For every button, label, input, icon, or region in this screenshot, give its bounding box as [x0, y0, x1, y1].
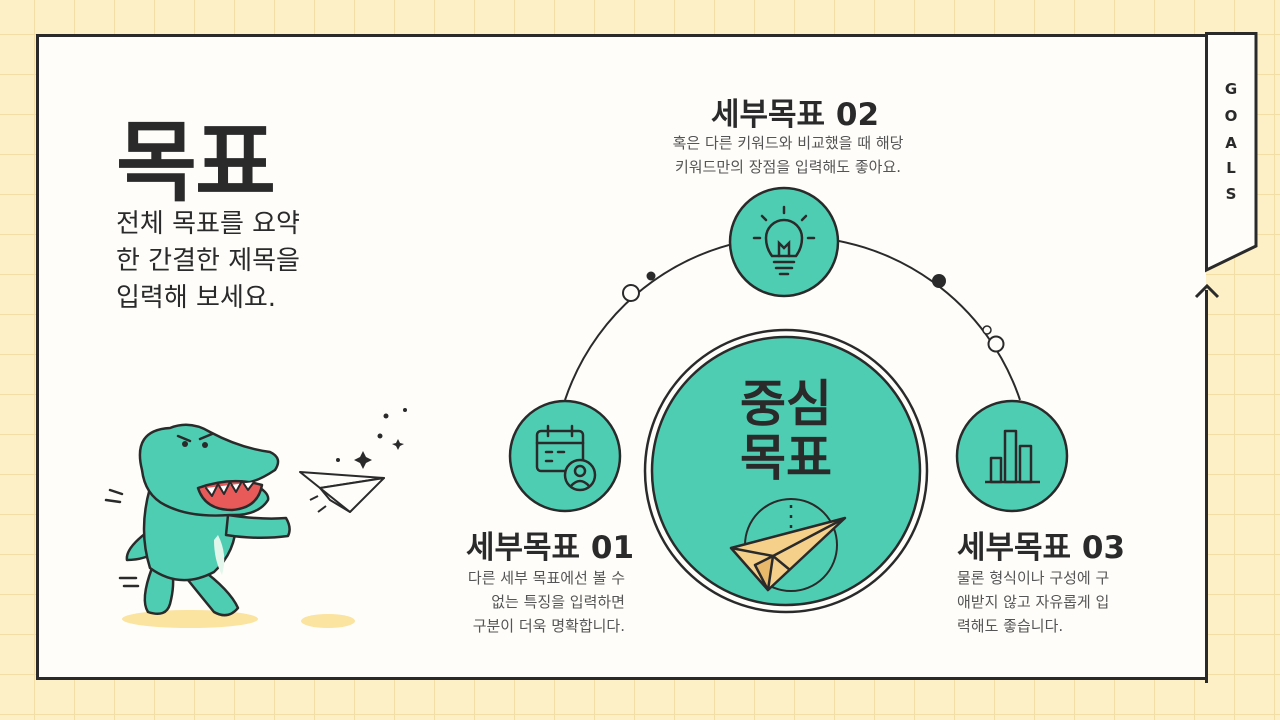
arc-dot [622, 284, 640, 302]
goal-02-desc: 혹은 다른 키워드와 비교했을 때 해당 키워드만의 장점을 입력해도 좋아요. [672, 134, 904, 176]
paper-plane-icon [729, 516, 847, 592]
crocodile-mascot [104, 423, 355, 628]
center-goal-circle [643, 328, 929, 614]
card-right-border [1205, 290, 1208, 683]
goal-01-desc: 다른 세부 목표에선 볼 수 없는 특징을 입력하면 구분이 더욱 명확합니다. [467, 569, 625, 635]
page-title: 목표 [116, 111, 276, 214]
calendar-user-icon [535, 424, 597, 492]
arc-dot [646, 271, 656, 281]
goals-side-tab: G O A L S [1205, 32, 1258, 273]
tab-letter: S [1226, 185, 1237, 203]
tab-letter: A [1225, 134, 1237, 152]
arrow-up-icon [1194, 283, 1220, 299]
sparkle-decoration [336, 408, 407, 469]
goal-02-circle [728, 186, 840, 298]
page-subtitle: 전체 목표를 요약 한 간결한 제목을 입력해 보세요. [116, 209, 300, 313]
goal-03-desc: 물론 형식이나 구성에 구 애받지 않고 자유롭게 입 력해도 좋습니다. [957, 569, 1110, 635]
lightbulb-icon [752, 205, 816, 276]
center-goal-label: 중심 목표 [740, 375, 832, 487]
arc-dot [932, 274, 946, 288]
tab-letter: O [1225, 107, 1238, 125]
tab-letter: G [1225, 80, 1237, 98]
slide-card [36, 34, 1206, 680]
goal-01-circle [508, 399, 622, 513]
goal-02-title: 세부목표 02 [711, 97, 880, 133]
goal-03-title: 세부목표 03 [957, 530, 1126, 566]
arc-dot [982, 325, 992, 335]
tab-letter: L [1226, 159, 1236, 177]
goal-01-title: 세부목표 01 [466, 530, 635, 566]
bar-chart-icon [985, 429, 1040, 484]
goal-03-circle [955, 399, 1069, 513]
small-paper-plane-icon [299, 471, 385, 513]
arc-dot [987, 335, 1005, 353]
